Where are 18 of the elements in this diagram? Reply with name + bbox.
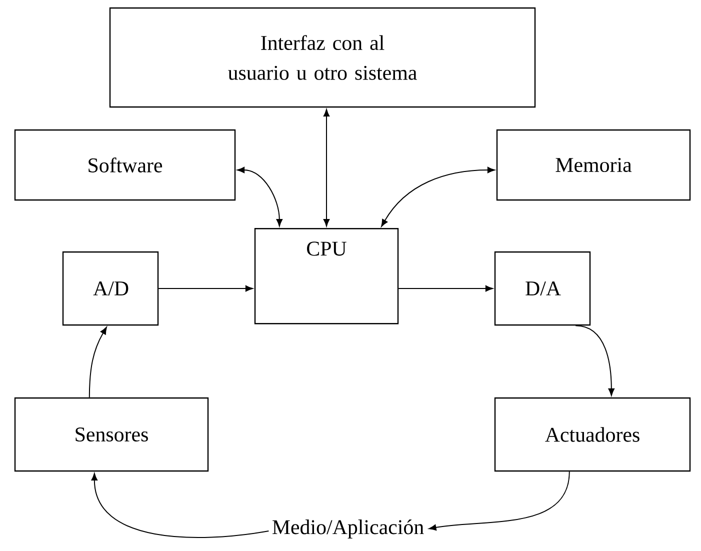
arrow [91,473,270,538]
process-box: A/D [62,251,159,326]
arrow [158,285,253,292]
arrow [237,166,282,226]
process-box: D/A [494,251,591,326]
process-box: Software [14,129,236,201]
arrow [428,471,570,531]
arrow [381,166,495,227]
arrow [398,285,493,292]
text-label: Medio/Aplicación [272,520,424,538]
process-box: Interfaz con al usuario u otro sistema [109,7,536,108]
process-box: Memoria [496,129,691,201]
arrow [323,109,330,226]
arrow [575,325,614,396]
arrow [88,326,107,398]
process-box: Sensores [14,397,209,472]
process-box: CPU [254,228,399,324]
process-box: Actuadores [494,397,691,472]
